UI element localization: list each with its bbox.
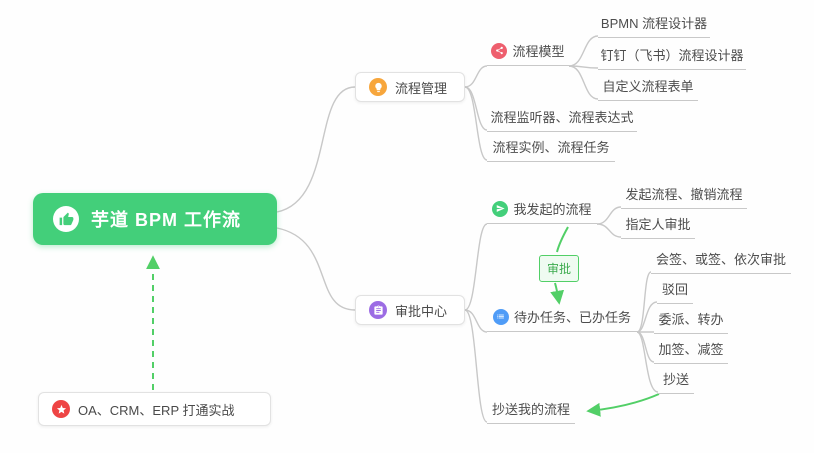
flow-share-icon [491, 42, 508, 59]
lightbulb-icon [369, 78, 387, 96]
root-label: 芋道 BPM 工作流 [91, 210, 242, 230]
topic-label: 流程管理 [395, 80, 448, 96]
node-cc-my-process[interactable]: 抄送我的流程 [487, 399, 575, 424]
node-label: 钉钉（飞书）流程设计器 [600, 48, 744, 63]
clipboard-icon [369, 301, 387, 319]
node-label: 流程实例、流程任务 [492, 140, 610, 155]
node-label: OA、CRM、ERP 打通实战 [78, 402, 235, 418]
node-label: 我发起的流程 [513, 202, 592, 217]
node-label: 委派、转办 [658, 312, 724, 327]
send-icon [492, 200, 509, 217]
node-process-model[interactable]: 流程模型 [487, 41, 569, 66]
cc-flow-arrow [586, 393, 660, 417]
node-label: 会签、或签、依次审批 [655, 252, 786, 267]
node-label: 抄送我的流程 [491, 402, 570, 417]
node-label: BPMN 流程设计器 [600, 16, 708, 31]
node-label: 自定义流程表单 [602, 79, 694, 94]
node-reject[interactable]: 驳回 [657, 279, 693, 304]
node-label: 流程监听器、流程表达式 [490, 110, 634, 125]
node-todo-done[interactable]: 待办任务、已办任务 [487, 307, 637, 332]
node-listener-expression[interactable]: 流程监听器、流程表达式 [487, 107, 637, 132]
node-my-initiated[interactable]: 我发起的流程 [487, 199, 597, 224]
node-label: 加签、减签 [658, 342, 724, 357]
node-initiate-cancel[interactable]: 发起流程、撤销流程 [621, 184, 747, 209]
approve-tag[interactable]: 审批 [539, 255, 580, 282]
node-add-reduce-sign[interactable]: 加签、减签 [654, 339, 728, 364]
node-countersign[interactable]: 会签、或签、依次审批 [651, 249, 791, 274]
topic-label: 审批中心 [395, 303, 448, 319]
star-icon [52, 400, 70, 418]
checklist-icon [492, 308, 509, 325]
node-instance-task[interactable]: 流程实例、流程任务 [487, 137, 615, 162]
node-bpmn-designer[interactable]: BPMN 流程设计器 [598, 13, 710, 38]
root-node[interactable]: 芋道 BPM 工作流 [33, 193, 277, 245]
node-oa-integration[interactable]: OA、CRM、ERP 打通实战 [38, 392, 271, 426]
node-label: 流程模型 [512, 44, 565, 59]
node-delegate-transfer[interactable]: 委派、转办 [654, 309, 728, 334]
node-label: 发起流程、撤销流程 [625, 187, 743, 202]
topic-process-mgmt[interactable]: 流程管理 [355, 72, 465, 102]
node-assignee-approval[interactable]: 指定人审批 [621, 214, 695, 239]
thumbs-up-icon [53, 206, 79, 232]
node-custom-form[interactable]: 自定义流程表单 [598, 76, 698, 101]
approve-to-todo-arrow [550, 282, 565, 305]
node-label: 抄送 [662, 372, 689, 387]
node-dingtalk-designer[interactable]: 钉钉（飞书）流程设计器 [598, 45, 746, 70]
node-label: 驳回 [661, 282, 688, 297]
initiate-to-approve-line [556, 226, 569, 253]
node-label: 待办任务、已办任务 [513, 310, 631, 325]
topic-approval-center[interactable]: 审批中心 [355, 295, 465, 325]
node-label: 指定人审批 [625, 217, 691, 232]
tag-label: 审批 [547, 262, 572, 276]
node-cc[interactable]: 抄送 [658, 369, 694, 394]
